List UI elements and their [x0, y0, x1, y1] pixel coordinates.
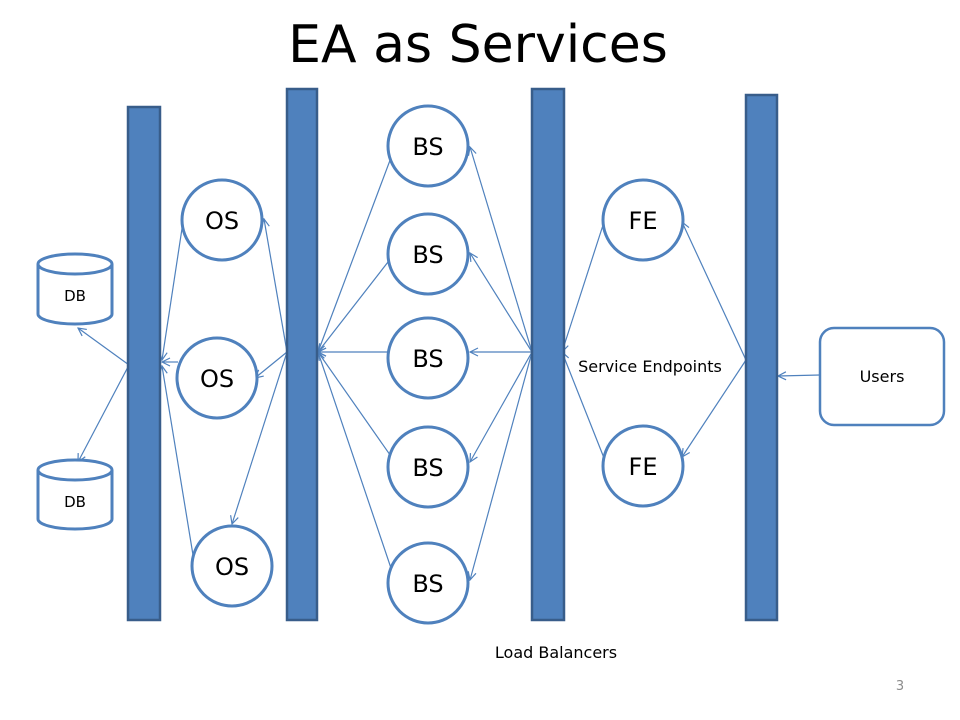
- database-cylinder-2: DB: [36, 458, 114, 531]
- bs-label: BS: [412, 241, 443, 269]
- connector-fe-2-to-endpoints: [562, 352, 605, 459]
- os-label: OS: [215, 553, 249, 581]
- bs-label: BS: [412, 133, 443, 161]
- connector-lb-to-os-1: [264, 219, 288, 353]
- connectors: [78, 146, 821, 581]
- os-label: OS: [200, 365, 234, 393]
- connector-os-3-to-lb: [162, 366, 194, 556]
- load-balancers-label: Load Balancers: [495, 643, 617, 662]
- connector-bs-5-to-lb: [318, 352, 396, 581]
- page-title: EA as Services: [288, 15, 668, 75]
- bs-node-1: BS: [386, 104, 470, 188]
- os-node-2: OS: [175, 336, 259, 420]
- bs-label: BS: [412, 570, 443, 598]
- db-label: DB: [64, 287, 86, 305]
- service-endpoints-bar: [530, 87, 566, 622]
- load-balancer-bar-db: [126, 105, 162, 622]
- os-node-1: OS: [180, 178, 264, 262]
- connector-endpoints-to-bs-5: [470, 351, 533, 580]
- connector-fe-1-to-endpoints: [562, 221, 605, 352]
- connector-endpoints-to-bs-1: [470, 147, 533, 353]
- load-balancer-bar-fe: [744, 93, 779, 622]
- bs-node-5: BS: [386, 541, 470, 625]
- db-label: DB: [64, 493, 86, 511]
- connector-lb-to-os-2: [255, 351, 288, 378]
- connector-lb-to-os-3: [232, 351, 288, 524]
- load-balancer-bar-os: [285, 87, 319, 622]
- database-cylinder-1: DB: [36, 252, 114, 326]
- connector-users-to-lb: [778, 375, 821, 376]
- bs-label: BS: [412, 345, 443, 373]
- fe-label: FE: [629, 207, 658, 235]
- connector-lb-to-fe-1: [682, 222, 747, 361]
- connector-bs-2-to-lb: [318, 252, 396, 352]
- bs-label: BS: [412, 454, 443, 482]
- connector-os-1-to-lb: [162, 221, 184, 360]
- os-label: OS: [205, 207, 239, 235]
- bs-node-3: BS: [386, 316, 470, 400]
- fe-node-1: FE: [601, 178, 685, 262]
- connector-lb-to-db-1: [78, 328, 130, 366]
- service-endpoints-label: Service Endpoints: [578, 357, 722, 376]
- connector-endpoints-to-bs-4: [470, 351, 533, 462]
- users-label: Users: [860, 367, 905, 386]
- fe-label: FE: [629, 453, 658, 481]
- os-node-3: OS: [190, 524, 274, 608]
- fe-node-2: FE: [601, 424, 685, 508]
- bs-node-2: BS: [386, 212, 470, 296]
- page-number: 3: [896, 679, 904, 694]
- connector-bs-1-to-lb: [318, 146, 396, 352]
- connector-lb-to-db-2: [78, 364, 130, 462]
- connector-lb-to-fe-2: [682, 359, 747, 457]
- bs-node-4: BS: [386, 425, 470, 509]
- connector-endpoints-to-bs-2: [470, 253, 533, 353]
- users-box: Users: [818, 326, 946, 427]
- connector-bs-4-to-lb: [318, 352, 396, 463]
